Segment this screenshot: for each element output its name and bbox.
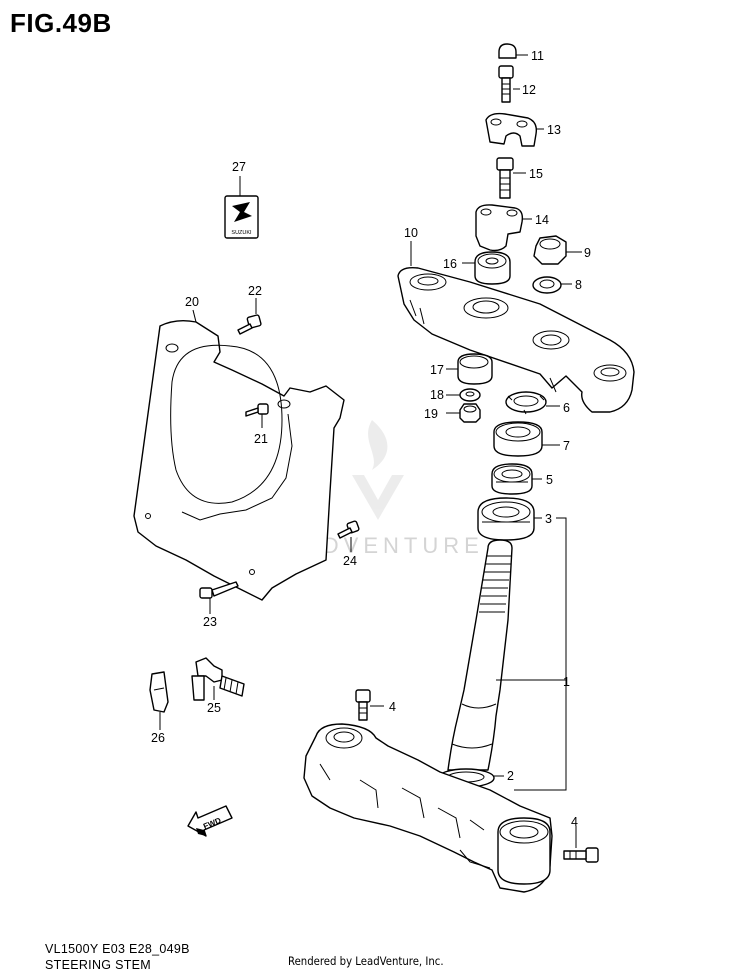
part-20-cover: [133, 309, 345, 601]
callout-27: 27: [232, 160, 246, 174]
watermark-logo: [352, 420, 404, 520]
callout-24: 24: [343, 554, 357, 568]
part-10-upper-bracket: [397, 241, 635, 413]
callout-labels: 11 12 13 15 14 9 8 10 16 27 22 20 17 18 …: [151, 49, 591, 829]
rendered-by: Rendered by LeadVenture, Inc.: [288, 954, 444, 968]
callout-21: 21: [254, 432, 268, 446]
part-15-bolt: [496, 157, 526, 199]
callout-15: 15: [529, 167, 543, 181]
part-5-bearing: [491, 463, 542, 495]
callout-23: 23: [203, 615, 217, 629]
callout-26: 26: [151, 731, 165, 745]
part-16-bushing: [462, 251, 511, 285]
part-6-lock-nut: [505, 391, 560, 415]
callout-12: 12: [522, 83, 536, 97]
part-13-clamp-upper: [485, 112, 544, 147]
callout-3: 3: [545, 512, 552, 526]
part-19-nut: [446, 403, 481, 423]
figure-title: FIG.49B: [10, 8, 112, 38]
part-25-bracket: [191, 657, 245, 701]
part-3-bearing: [477, 497, 567, 791]
callout-20: 20: [185, 295, 199, 309]
emblem-text: SUZUKI: [231, 230, 252, 236]
callout-10: 10: [404, 226, 418, 240]
callout-11: 11: [531, 49, 544, 63]
part-24-screw: [337, 520, 360, 552]
part-22-screw: [237, 298, 262, 335]
callout-18: 18: [430, 388, 444, 402]
part-lower-bracket: [303, 723, 553, 893]
callout-4-lower: 4: [571, 815, 578, 829]
callout-8: 8: [575, 278, 582, 292]
section-name: STEERING STEM: [45, 958, 151, 972]
callout-2: 2: [507, 769, 514, 783]
part-14-holder-lower: [475, 204, 532, 252]
v-mark-icon: [352, 475, 404, 520]
part-9-nut: [533, 235, 582, 265]
part-18-washer: [446, 388, 481, 402]
flame-icon: [368, 420, 388, 470]
callout-22: 22: [248, 284, 262, 298]
part-4-bolt-upper: [355, 689, 384, 721]
callout-6: 6: [563, 401, 570, 415]
callout-1: 1: [563, 675, 570, 689]
part-26-clip: [149, 671, 169, 730]
part-7-dust-seal: [493, 421, 560, 457]
callout-17: 17: [430, 363, 444, 377]
callout-9: 9: [584, 246, 591, 260]
callout-14: 14: [535, 213, 549, 227]
part-23-screw: [199, 581, 239, 614]
callout-19: 19: [424, 407, 438, 421]
fwd-arrow-icon: FWD: [187, 805, 233, 837]
callout-7: 7: [563, 439, 570, 453]
part-12-bolt: [498, 65, 520, 103]
part-21-screw: [245, 403, 269, 428]
part-8-washer: [532, 276, 572, 294]
callout-4-upper: 4: [389, 700, 396, 714]
callout-25: 25: [207, 701, 221, 715]
callout-16: 16: [443, 257, 457, 271]
part-1-steering-stem: [447, 539, 566, 771]
callout-5: 5: [546, 473, 553, 487]
part-11-cap: [498, 43, 528, 59]
part-27-emblem: SUZUKI: [224, 176, 259, 239]
part-17-bushing: [446, 353, 493, 385]
callout-13: 13: [547, 123, 561, 137]
part-4-bolt-lower: [563, 826, 599, 863]
model-code: VL1500Y E03 E28_049B: [45, 942, 190, 956]
